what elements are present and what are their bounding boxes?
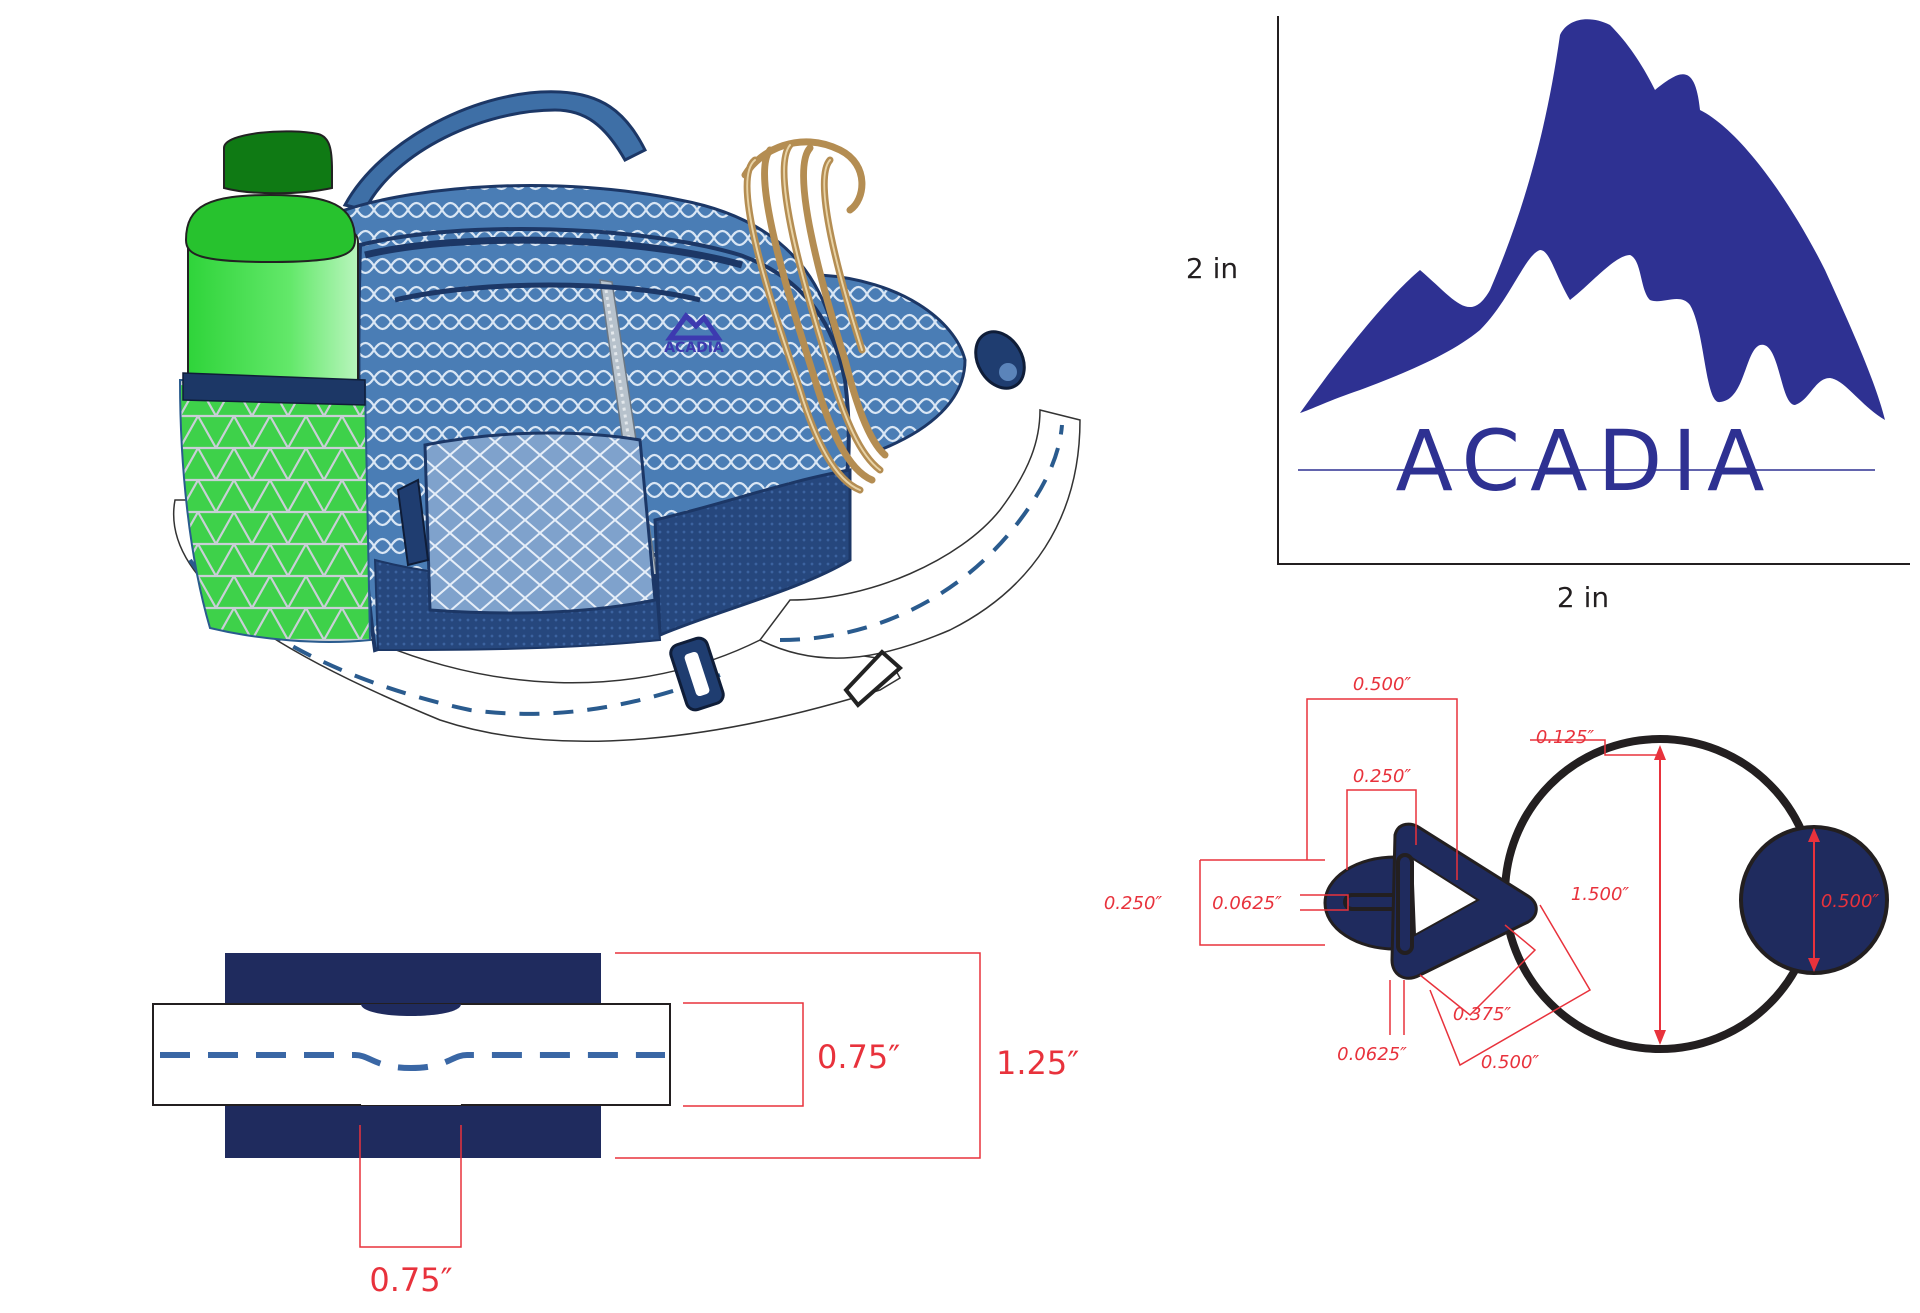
top-handle [342,90,648,212]
bag-base [653,468,852,638]
notch-width-label: 0.75″ [369,1261,452,1299]
mountain-icon [1300,19,1885,420]
bag-piping [364,236,743,269]
pull-bar [1396,853,1414,955]
outer-width-label: 1.25″ [996,1044,1079,1082]
zipper-pull [396,478,430,567]
dim-outer-width [615,952,981,1159]
wing-zipper-pull [974,330,1026,390]
strap-adjuster-buckle [669,636,725,712]
dim-inner-width [683,1002,804,1107]
strap-notch-top [361,1004,461,1016]
water-bottle-cap [223,130,333,195]
bottle-mesh-pocket [178,378,372,643]
waist-strap-right [758,409,1081,659]
dim-tri-375: 0.375″ [1453,1004,1512,1025]
bottle-pocket-band [182,372,366,406]
bag-logo-badge: ACADIA [664,312,724,356]
dim-top-250: 0.250″ [1353,766,1412,787]
water-bottle-shoulder [184,193,357,264]
dim-ring-gap-125: 0.125″ [1536,727,1595,748]
bag-piping-inner [394,282,701,303]
dim-bottom-500: 0.500″ [1481,1052,1540,1073]
disc-arrow-top [1808,828,1820,842]
dim-left-250: 0.250″ [1104,893,1163,914]
strap-cross-section-spec: 0.75″ 1.25″ 0.75″ [152,952,1079,1299]
dim-notch-width [359,1125,462,1248]
dim-bottom-0625: 0.0625″ [1337,1044,1407,1065]
dim-ring-1500: 1.500″ [1571,884,1630,905]
front-mesh-pocket [423,431,657,615]
zipper-pull-spec: 0.500″ 0.250″ 0.125″ 0.250″ 0.0625″ 1.50… [1104,674,1889,1073]
inner-width-label: 0.75″ [817,1038,900,1076]
dim-slot-0625: 0.0625″ [1212,893,1282,914]
disc-arrow-bottom [1808,958,1820,972]
dim-disc-500: 0.500″ [1821,891,1880,912]
strap-notch-bottom [361,1092,461,1105]
acadia-logo-spec: ACADIA 2 in 2 in [1186,16,1910,614]
logo-height-label: 2 in [1186,252,1238,285]
rope-coil-highlight [746,144,881,491]
logo-width-label: 2 in [1557,581,1609,614]
dim-top-500: 0.500″ [1353,674,1412,695]
ring-diameter-arrow-bottom [1654,1030,1666,1045]
hip-pack-illustration: ACADIA [172,90,1081,743]
bag-logo-text: ACADIA [664,340,724,356]
ring-diameter-arrow-top [1654,745,1666,760]
logo-wordmark: ACADIA [1395,412,1774,510]
pull-dimension-lines [1199,698,1660,1067]
strap-stitch-line [160,1052,665,1072]
strap-end-tab [843,649,904,708]
